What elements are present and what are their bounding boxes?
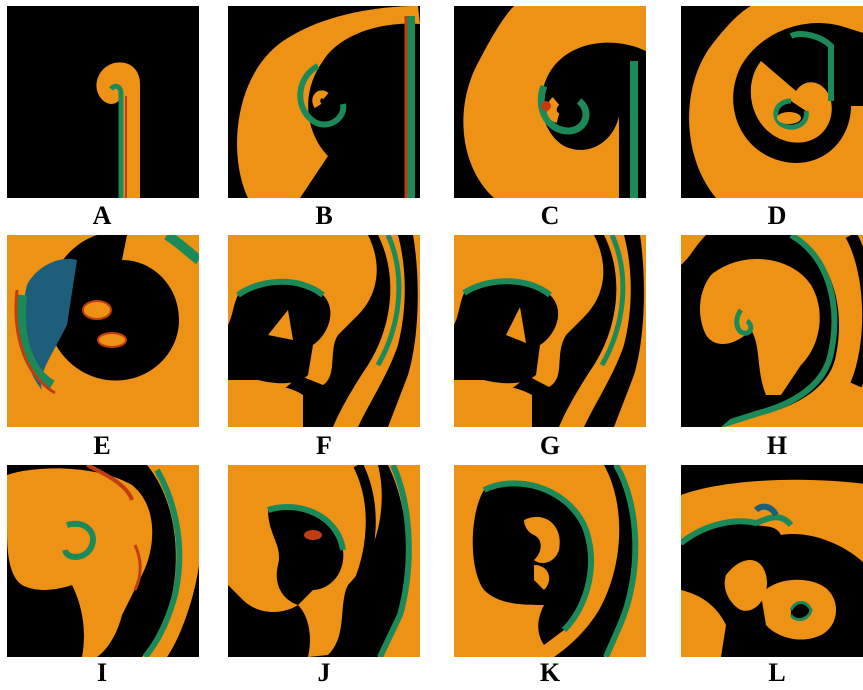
panel-label-f: F — [316, 431, 332, 460]
panel-h — [681, 235, 863, 427]
panel-d — [681, 6, 863, 198]
panel-l — [681, 465, 863, 657]
panel-f — [228, 235, 420, 427]
panel-j — [228, 465, 420, 657]
panel-label-g: G — [539, 431, 561, 460]
panel-label-e: E — [93, 431, 111, 460]
panel-a — [7, 6, 199, 198]
panel-label-h: H — [766, 431, 788, 460]
panel-g — [454, 235, 646, 427]
panel-e — [7, 235, 199, 427]
panel-label-j: J — [317, 658, 331, 687]
panel-label-l: L — [768, 658, 786, 687]
panel-label-d: D — [767, 201, 787, 230]
panel-i — [7, 465, 199, 657]
panel-b — [228, 6, 420, 198]
panel-label-c: C — [540, 201, 560, 230]
panel-label-i: I — [96, 658, 108, 687]
panel-label-a: A — [92, 201, 112, 230]
panel-label-b: B — [315, 201, 333, 230]
panel-label-k: K — [539, 658, 561, 687]
panel-k — [454, 465, 646, 657]
panel-c — [454, 6, 646, 198]
